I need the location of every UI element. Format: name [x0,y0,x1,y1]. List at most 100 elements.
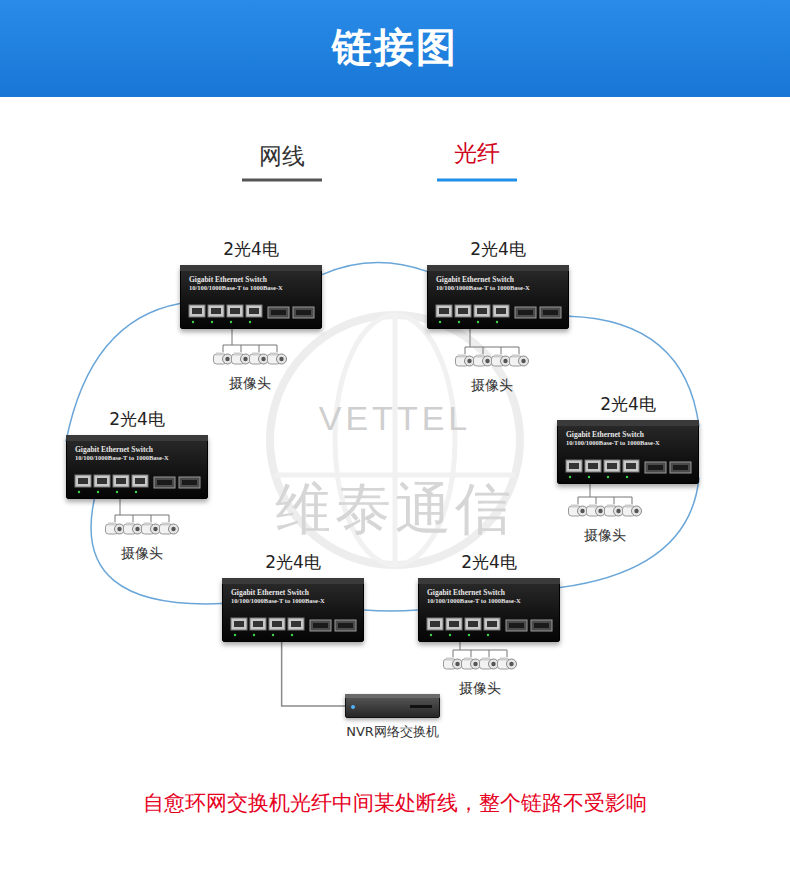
illustration-part [154,477,175,488]
illustration-part [157,480,172,485]
legend-label: 网线 [259,143,305,171]
device-model-text: 10/100/1000Base-T to 1000Base-X [436,284,562,292]
illustration-part [231,618,247,630]
illustration-part [296,310,311,315]
fiber-link [91,499,222,604]
illustration-part [268,307,289,318]
watermark-globe [270,315,520,565]
illustration-part [626,476,628,478]
illustration-part [115,499,169,522]
illustration-part [465,329,519,354]
illustration-part [543,310,558,315]
legend-samples [242,180,517,181]
illustration-part [670,462,691,473]
illustration-part [291,634,293,636]
device-model-text: Gigabit Ethernet Switch [436,275,562,284]
device-model-text: 10/100/1000Base-T to 1000Base-X [427,597,553,605]
illustration-part [270,315,520,565]
camera-label: 摄像头 [471,377,513,394]
device-model-text: 10/100/1000Base-T to 1000Base-X [566,439,692,447]
illustration-part [242,179,322,182]
illustration-part [78,491,80,493]
fiber-link [66,303,180,441]
device-heading: 2光4电 [109,409,165,429]
illustration-part [211,321,213,323]
illustration-part [418,578,560,584]
illustration-part [458,321,460,323]
illustration-part [179,477,200,488]
illustration-part [436,305,452,317]
illustration-part [453,642,507,657]
fiber-link [560,478,699,588]
device-heading: 2光4电 [470,239,526,259]
illustration-part [498,658,517,670]
illustration-part [474,305,490,317]
illustration-part [648,465,663,470]
camera-label: 摄像头 [121,545,163,562]
illustration-part [335,620,356,631]
illustration-part [97,491,99,493]
illustration-part [232,353,251,365]
switch-device: 2光4电Gigabit Ethernet Switch10/100/1000Ba… [557,420,699,484]
illustration-part [477,321,479,323]
illustration-part [208,305,224,317]
illustration-part [313,623,328,628]
device-model-text: Gigabit Ethernet Switch [427,588,553,597]
illustration-part [515,307,536,318]
illustration-part [78,478,88,484]
watermark-text: 维泰通信 [275,478,515,540]
illustration-part [449,634,451,636]
illustration-part [455,305,471,317]
fiber-link [364,610,418,611]
illustration-part [496,321,498,323]
switch-ports [222,578,364,642]
illustration-part [230,308,240,314]
illustration-part [250,353,269,365]
illustration-part [214,353,233,365]
camera-label: 摄像头 [229,375,271,392]
illustration-part [484,618,500,630]
illustration-part [116,491,118,493]
illustration-part [437,179,517,182]
illustration-part [427,265,569,271]
illustration-part [249,321,251,323]
illustration-part [531,620,552,631]
illustration-part [75,475,91,487]
switch-ports [427,265,569,329]
illustration-part [249,308,259,314]
illustration-part [569,505,588,517]
illustration-part [509,623,524,628]
illustration-part [496,308,506,314]
switch-device: 2光4电Gigabit Ethernet Switch10/100/1000Ba… [222,578,364,642]
illustration-part [113,475,129,487]
illustration-part [291,621,301,627]
switch-ports [66,435,208,499]
illustration-part [192,321,194,323]
illustration-part [623,460,639,472]
illustration-part [430,621,440,627]
illustration-part [250,618,266,630]
switch-device: 2光4电Gigabit Ethernet Switch10/100/1000Ba… [418,578,560,642]
illustration-part [487,634,489,636]
illustration-part [269,618,285,630]
switch-device: 2光4电Gigabit Ethernet Switch10/100/1000Ba… [427,265,569,329]
illustration-part [338,623,353,628]
illustration-part [439,308,449,314]
illustration-part [410,705,432,708]
device-model-text: Gigabit Ethernet Switch [231,588,357,597]
illustration-part [116,478,126,484]
illustration-part [605,505,624,517]
illustration-part [268,353,287,365]
illustration-part [234,634,236,636]
device-model-text: Gigabit Ethernet Switch [189,275,315,284]
device-heading: 2光4电 [223,239,279,259]
illustration-part [439,321,441,323]
illustration-part [510,355,529,367]
nvr-device: NVR网络交换机 [345,694,440,718]
illustration-part [578,484,632,504]
switch-device: 2光4电Gigabit Ethernet Switch10/100/1000Ba… [180,265,322,329]
device-model-text: Gigabit Ethernet Switch [75,445,201,454]
diagram-caption: 自愈环网交换机光纤中间某处断线，整个链路不受影响 [143,791,647,816]
illustration-part [272,621,282,627]
illustration-part [97,478,107,484]
